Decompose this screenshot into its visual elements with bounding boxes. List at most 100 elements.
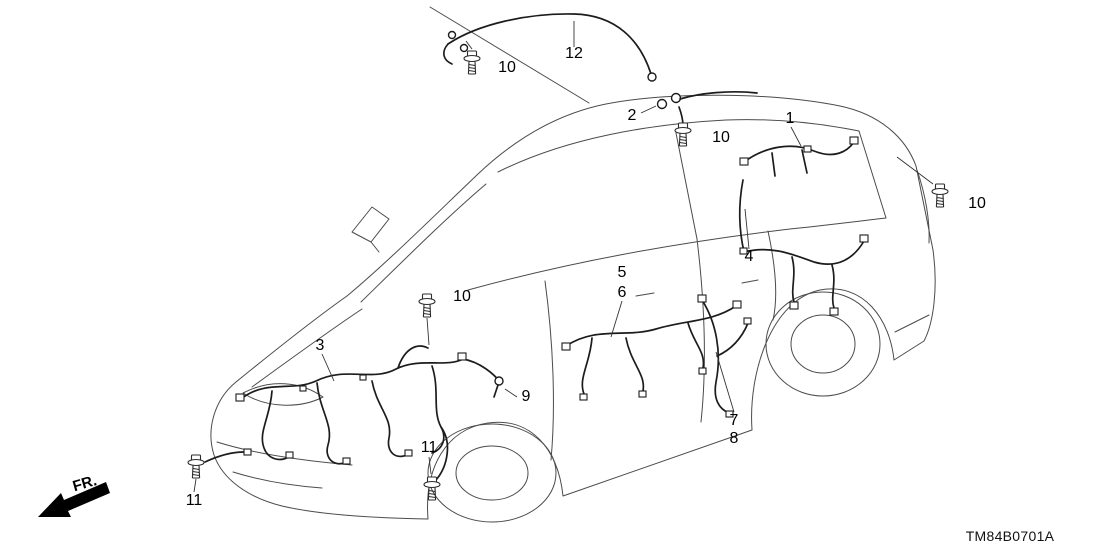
connector [789, 301, 799, 310]
callout-12: 12 [565, 45, 583, 62]
connector [698, 367, 707, 375]
harness-3-bolt-branch [397, 345, 429, 369]
callout-2: 2 [628, 107, 637, 124]
connector [457, 352, 467, 361]
wire-clip-icon [447, 30, 457, 40]
callout-10-roof: 10 [498, 59, 516, 76]
connector [285, 451, 294, 459]
connector [638, 390, 647, 398]
harness-1-run [743, 141, 855, 163]
bolt-icon-front-bumper [187, 454, 205, 479]
connector [404, 449, 413, 457]
callout-6: 6 [618, 284, 627, 301]
rear-bumper-seam [894, 314, 930, 333]
callout-7: 7 [730, 412, 739, 429]
tail-lamp-line [916, 169, 930, 244]
connector [829, 307, 839, 316]
connector [697, 294, 707, 303]
roof-inner-line [497, 119, 860, 173]
leader-4 [744, 208, 750, 250]
grommet-icon [494, 376, 504, 386]
front-bumper-branch [204, 451, 245, 463]
wire-clip-icon [459, 43, 469, 53]
sensor-pigtail-9 [493, 376, 504, 398]
harness-7-8-run [701, 299, 730, 414]
hood-seam [251, 308, 363, 388]
roof-feeder-wire-12 [442, 13, 657, 82]
harness-1-drops [771, 149, 808, 177]
callout-10-dashboard: 10 [453, 288, 471, 305]
harness-3-branch-3 [371, 380, 410, 458]
door-harness-7-8 [697, 294, 752, 418]
callout-1: 1 [786, 110, 795, 127]
roof-wire-run [447, 13, 652, 75]
connector [342, 457, 351, 465]
harness-5-6-branches [581, 322, 705, 395]
connector [359, 374, 367, 381]
leader-10-rear [896, 156, 934, 185]
leader-bolt-roof [465, 40, 473, 50]
connector [743, 317, 752, 325]
pigtail-stem [493, 384, 499, 398]
harness-3-trunk [240, 358, 464, 400]
connector [739, 157, 749, 166]
door-handle-front [635, 292, 655, 297]
bolt-icon-dashboard [418, 293, 436, 318]
connector [732, 300, 742, 309]
harness-4-trunk [738, 179, 745, 253]
connector [243, 448, 252, 456]
callout-4: 4 [745, 248, 754, 265]
leader-bolt-dashboard [426, 317, 430, 346]
part-code: TM84B0701A [966, 528, 1055, 544]
b-pillar-line [675, 132, 698, 240]
leader-1 [790, 126, 802, 147]
windshield-line [360, 183, 487, 303]
car-body-outline [210, 94, 936, 520]
rear-wheel-hub [790, 314, 856, 374]
harness-4-branches [791, 256, 835, 309]
leader-9 [504, 388, 518, 398]
rear-pillar-line [858, 130, 887, 219]
reference-diagonal-line [429, 6, 590, 104]
callout-11-bumper: 11 [186, 492, 203, 509]
door-handle-rear [741, 279, 759, 284]
bolt-icon-front-floor [423, 476, 441, 501]
leader-3 [321, 353, 335, 382]
connector [803, 145, 812, 153]
callout-9: 9 [522, 388, 531, 405]
harness-5-6-run [565, 305, 737, 347]
connector [235, 393, 245, 402]
harness-3-branch-1 [261, 390, 291, 461]
roof-wire-tail [442, 43, 453, 65]
clip-ring-icon [670, 92, 682, 104]
callout-3: 3 [316, 337, 325, 354]
bolt-icon-rear [931, 183, 949, 208]
clip-wire-link [679, 91, 758, 100]
center-door-seam [696, 238, 705, 423]
floor-harness-5-6 [561, 300, 742, 401]
fr-label: FR. [71, 472, 99, 495]
car-body [210, 6, 936, 523]
leader-11-mid [428, 456, 432, 475]
cabin-harness-3 [204, 345, 501, 481]
headlight [242, 383, 324, 406]
front-wheel-hub [455, 445, 529, 501]
harness-3-extension [435, 358, 501, 481]
harness-3-branch-2 [316, 382, 348, 465]
connector [739, 247, 748, 255]
rear-harness-1-4 [738, 136, 869, 316]
rear-wheel [765, 291, 881, 397]
side-mirror [351, 206, 390, 253]
leader-7-8 [715, 351, 735, 413]
connector [579, 393, 588, 401]
clip-ring-icon [656, 98, 668, 110]
connector [859, 234, 869, 243]
callout-5: 5 [618, 264, 627, 281]
connector [299, 385, 307, 392]
rear-door-seam [767, 230, 777, 321]
callout-8: 8 [730, 430, 739, 447]
harness-4-run [743, 240, 865, 265]
connector [561, 342, 571, 351]
